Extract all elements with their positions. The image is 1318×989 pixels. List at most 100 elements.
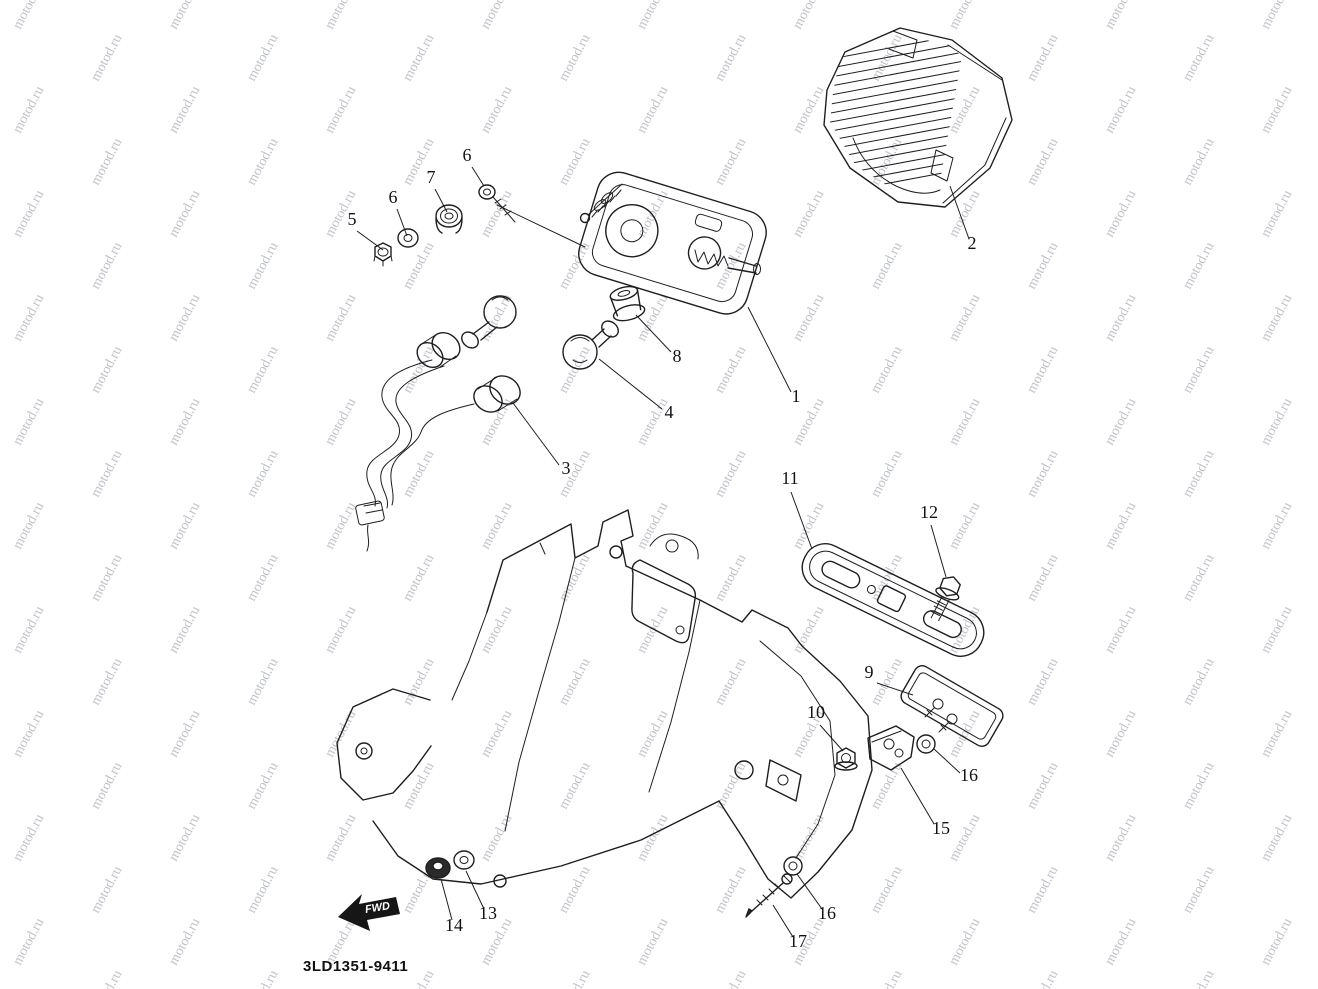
- watermark-text: motod.ru: [1024, 344, 1061, 396]
- watermark-text: motod.ru: [400, 240, 437, 292]
- watermark-text: motod.ru: [244, 136, 281, 188]
- callout-12: 12: [920, 502, 938, 522]
- callout-9: 9: [865, 662, 874, 682]
- watermark-text: motod.ru: [322, 0, 359, 32]
- watermark-text: motod.ru: [946, 500, 983, 552]
- watermark-text: motod.ru: [1102, 708, 1139, 760]
- watermark-text: motod.ru: [166, 396, 203, 448]
- watermark-text: motod.ru: [634, 812, 671, 864]
- watermark-text: motod.ru: [322, 292, 359, 344]
- watermark-text: motod.ru: [1024, 240, 1061, 292]
- watermark-text: motod.ru: [10, 84, 47, 136]
- fender-mount-tab: [765, 759, 802, 802]
- watermark-text: motod.ru: [322, 604, 359, 656]
- washer-13: [453, 850, 475, 870]
- watermark-text: motod.ru: [868, 656, 905, 708]
- watermark-text: motod.ru: [946, 292, 983, 344]
- taillight-housing: [496, 171, 767, 315]
- fwd-label: FWD: [364, 900, 391, 916]
- callout-1: 1: [792, 386, 801, 406]
- watermark-text: motod.ru: [1102, 84, 1139, 136]
- watermark-text: motod.ru: [634, 708, 671, 760]
- watermark-text: motod.ru: [1180, 968, 1217, 989]
- watermark-text: motod.ru: [712, 344, 749, 396]
- watermark-text: motod.ru: [1024, 552, 1061, 604]
- watermark-text: motod.ru: [478, 500, 515, 552]
- watermark-text: motod.ru: [868, 968, 905, 989]
- wiring-harness: [355, 359, 475, 552]
- socket-3: [473, 375, 521, 413]
- fwd-marker: FWD: [338, 894, 400, 931]
- watermark-text: motod.ru: [1180, 552, 1217, 604]
- watermark-text: motod.ru: [790, 0, 827, 32]
- collar-7: [435, 204, 463, 234]
- callout-leader-6: [471, 166, 485, 187]
- callout-7: 7: [427, 167, 436, 187]
- callout-leader-13: [465, 870, 485, 910]
- watermark-text: motod.ru: [88, 760, 125, 812]
- callout-leader-6: [396, 208, 408, 237]
- watermark-text: motod.ru: [1024, 32, 1061, 84]
- watermark-text: motod.ru: [1180, 864, 1217, 916]
- watermark-text: motod.ru: [10, 292, 47, 344]
- watermark-text: motod.ru: [88, 968, 125, 989]
- watermark-text: motod.ru: [946, 0, 983, 32]
- watermark-text: motod.ru: [88, 448, 125, 500]
- diagram-code: 3LD1351-9411: [303, 958, 408, 975]
- watermark-text: motod.ru: [478, 604, 515, 656]
- watermark-text: motod.ru: [1258, 396, 1295, 448]
- watermark-text: motod.ru: [946, 916, 983, 968]
- watermark-text: motod.ru: [244, 968, 281, 989]
- callout-leader-5: [356, 230, 384, 251]
- watermark-text: motod.ru: [790, 292, 827, 344]
- watermark-text: motod.ru: [1102, 292, 1139, 344]
- callout-14: 14: [445, 915, 463, 935]
- watermark-text: motod.ru: [88, 552, 125, 604]
- watermark-text: motod.ru: [166, 604, 203, 656]
- housing-screw-6: [579, 183, 623, 224]
- plate-studs: [924, 698, 958, 733]
- watermark-text: motod.ru: [634, 292, 671, 344]
- watermark-text: motod.ru: [868, 344, 905, 396]
- callout-leader-3: [512, 402, 560, 466]
- callout-11: 11: [781, 468, 798, 488]
- watermark-text: motod.ru: [478, 188, 515, 240]
- watermark-text: motod.ru: [712, 136, 749, 188]
- watermark-text: motod.ru: [1102, 0, 1139, 32]
- watermark-text: motod.ru: [1024, 760, 1061, 812]
- watermark-text: motod.ru: [244, 552, 281, 604]
- screw-17: [745, 873, 793, 918]
- watermark-text: motod.ru: [1024, 968, 1061, 989]
- watermark-text: motod.ru: [556, 864, 593, 916]
- callout-leader-16: [796, 873, 823, 910]
- watermark-text: motod.ru: [1258, 0, 1295, 32]
- watermark-text: motod.ru: [556, 32, 593, 84]
- watermark-text: motod.ru: [166, 0, 203, 32]
- bolt-12: [930, 576, 961, 622]
- watermark-text: motod.ru: [244, 344, 281, 396]
- watermark-text: motod.ru: [712, 968, 749, 989]
- watermark-text: motod.ru: [10, 188, 47, 240]
- washer-16a: [916, 734, 936, 754]
- watermark-text: motod.ru: [322, 84, 359, 136]
- watermark-text: motod.ru: [1102, 812, 1139, 864]
- watermark-text: motod.ru: [712, 32, 749, 84]
- callout-leader-9: [876, 682, 914, 696]
- watermark-text: motod.ru: [1102, 500, 1139, 552]
- watermark-text: motod.ru: [712, 864, 749, 916]
- callout-5: 5: [348, 209, 357, 229]
- nut-14: [425, 857, 451, 879]
- watermark-text: motod.ru: [10, 916, 47, 968]
- callout-leader-17: [772, 904, 794, 938]
- watermark-text: motod.ru: [556, 968, 593, 989]
- watermark-text: motod.ru: [244, 32, 281, 84]
- watermark-text: motod.ru: [868, 448, 905, 500]
- watermark-text: motod.ru: [712, 448, 749, 500]
- callout-leader-7: [434, 188, 448, 213]
- callout-6: 6: [389, 187, 398, 207]
- watermark-text: motod.ru: [322, 396, 359, 448]
- watermark-text: motod.ru: [634, 0, 671, 32]
- watermark-text: motod.ru: [322, 812, 359, 864]
